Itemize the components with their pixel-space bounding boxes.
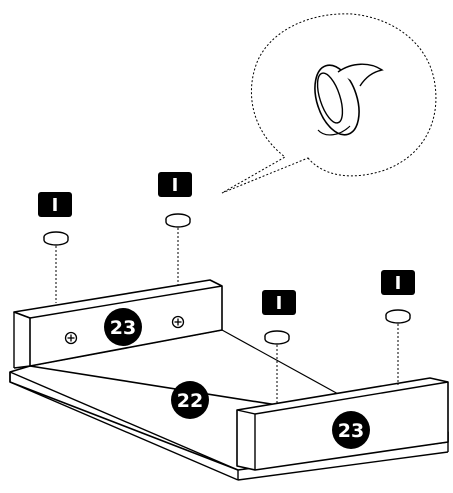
screw-hole-icon	[173, 317, 184, 328]
dowel-icon	[166, 214, 190, 227]
hardware-tag-label: I	[172, 175, 179, 196]
hardware-tag: I	[38, 192, 72, 217]
dowel-icon	[265, 331, 289, 344]
part-badge-front-panel: 23	[332, 411, 370, 449]
detail-callout	[222, 14, 436, 193]
hardware-tag: I	[381, 270, 415, 295]
part-number-front-panel: 23	[338, 420, 364, 442]
dowel-icon	[44, 232, 68, 245]
screw-hole-icon	[66, 333, 77, 344]
dowel-icon	[386, 310, 410, 323]
part-number-base-panel: 22	[177, 390, 203, 412]
hardware-tag: I	[158, 172, 192, 197]
cam-lock-fitting-icon	[307, 60, 382, 141]
part-badge-back-panel: 23	[104, 308, 142, 346]
part-badge-base-panel: 22	[171, 381, 209, 419]
hardware-tag-label: I	[52, 195, 59, 216]
part-number-back-panel: 23	[110, 317, 136, 339]
hardware-tag-label: I	[276, 293, 283, 314]
hardware-tag-label: I	[395, 273, 402, 294]
hardware-tag: I	[262, 290, 296, 315]
